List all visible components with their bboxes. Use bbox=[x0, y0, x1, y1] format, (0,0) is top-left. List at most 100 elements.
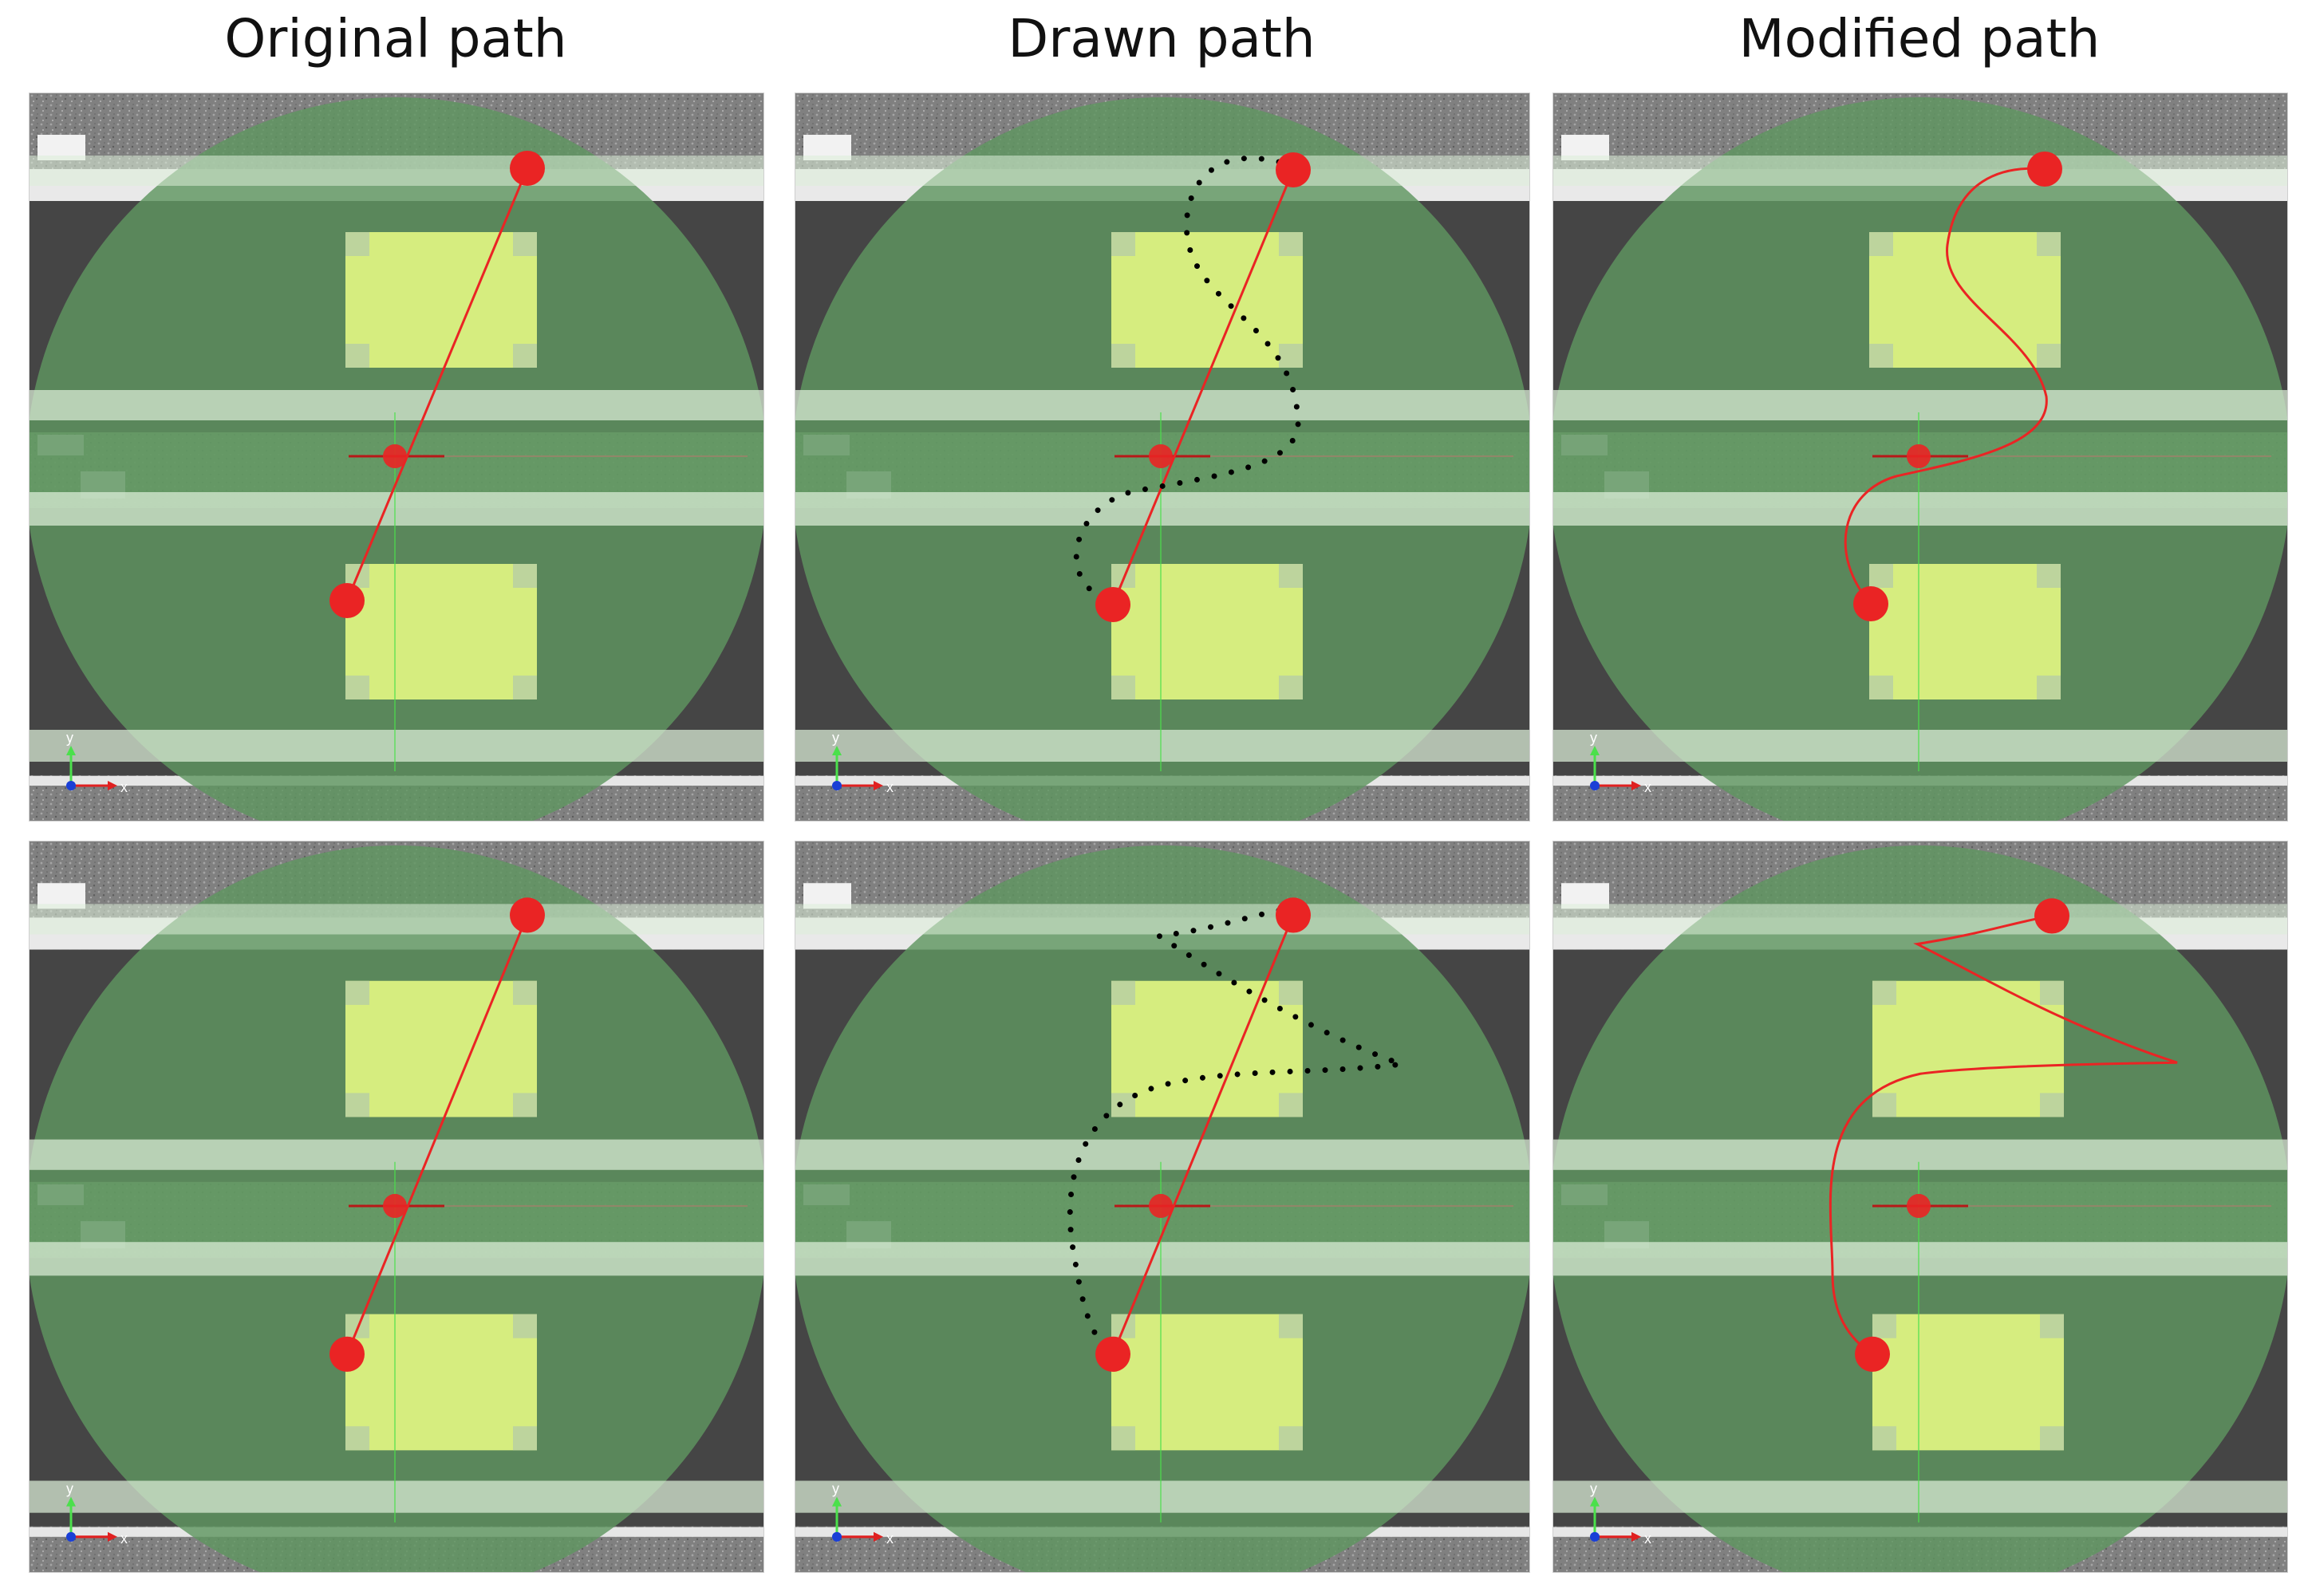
target-zone-top bbox=[345, 232, 537, 368]
start-marker-icon bbox=[329, 583, 365, 618]
target-corner bbox=[1279, 344, 1303, 368]
crosshair-icon bbox=[1149, 444, 1173, 468]
scene-view: xy bbox=[30, 93, 763, 821]
start-marker-icon bbox=[1095, 1336, 1130, 1372]
title-modified-path: Modified path bbox=[1738, 8, 2101, 69]
lane-band bbox=[30, 1480, 763, 1513]
axis-label-x: x bbox=[886, 779, 894, 795]
lane-band bbox=[795, 904, 1529, 935]
axis-label-y: y bbox=[1590, 1481, 1597, 1497]
target-corner bbox=[2040, 1426, 2064, 1451]
crosshair-icon bbox=[1907, 444, 1931, 468]
lane-band bbox=[30, 156, 763, 186]
target-corner bbox=[1111, 232, 1135, 256]
original-path-line bbox=[1111, 169, 1295, 605]
target-corner bbox=[1279, 1314, 1303, 1338]
original-path-line bbox=[345, 914, 529, 1355]
scene-view: xy bbox=[1553, 841, 2287, 1572]
target-corner bbox=[1111, 564, 1135, 588]
scene-view: xy bbox=[1553, 93, 2287, 821]
original-path-line bbox=[345, 167, 529, 601]
target-corner bbox=[345, 344, 369, 368]
axis-label-x: x bbox=[120, 779, 128, 795]
target-corner bbox=[345, 1093, 369, 1117]
scene-view: xy bbox=[795, 93, 1529, 821]
title-drawn-path: Drawn path bbox=[1008, 8, 1316, 69]
lane-band bbox=[1553, 904, 2287, 935]
target-corner bbox=[513, 980, 537, 1005]
target-corner bbox=[345, 980, 369, 1005]
lane-band bbox=[795, 390, 1529, 420]
target-corner bbox=[1872, 980, 1896, 1005]
lane-band bbox=[30, 730, 763, 762]
target-corner bbox=[513, 344, 537, 368]
target-zone-top bbox=[345, 980, 537, 1117]
scene-view: xy bbox=[795, 841, 1529, 1572]
target-zone-bottom bbox=[1111, 1314, 1303, 1451]
lane-band bbox=[795, 156, 1529, 186]
target-corner bbox=[2040, 1314, 2064, 1338]
axis-triad-icon bbox=[1590, 1496, 1641, 1542]
target-corner bbox=[513, 676, 537, 699]
lane-band bbox=[795, 1139, 1529, 1170]
lane-band bbox=[30, 904, 763, 935]
axis-label-x: x bbox=[1644, 779, 1651, 795]
target-corner bbox=[2037, 344, 2061, 368]
target-corner bbox=[1111, 980, 1135, 1005]
target-corner bbox=[1279, 676, 1303, 699]
target-corner bbox=[1279, 232, 1303, 256]
modified-path-curve bbox=[1829, 914, 2178, 1356]
end-marker-icon bbox=[2027, 152, 2062, 187]
axis-label-y: y bbox=[832, 730, 839, 746]
start-marker-icon bbox=[1855, 1336, 1890, 1372]
lane-band bbox=[1553, 730, 2287, 762]
target-corner bbox=[1872, 1426, 1896, 1451]
lane-band bbox=[30, 1242, 763, 1276]
target-corner bbox=[513, 232, 537, 256]
lane-band bbox=[1553, 156, 2287, 186]
end-marker-icon bbox=[1276, 152, 1311, 187]
lane-band bbox=[795, 1242, 1529, 1276]
target-corner bbox=[1111, 1093, 1135, 1117]
target-zone-bottom bbox=[1872, 1314, 2064, 1451]
axis-triad-icon bbox=[1590, 746, 1641, 790]
original-path-line bbox=[1111, 914, 1295, 1355]
target-corner bbox=[1869, 676, 1893, 699]
start-marker-icon bbox=[329, 1336, 365, 1372]
lane-band bbox=[1553, 1242, 2287, 1276]
axis-label-x: x bbox=[886, 1531, 894, 1547]
lane-band bbox=[1553, 1139, 2287, 1170]
target-corner bbox=[513, 564, 537, 588]
axis-label-y: y bbox=[66, 1481, 73, 1497]
lane-band bbox=[30, 390, 763, 420]
target-corner bbox=[513, 1093, 537, 1117]
axis-triad-icon bbox=[832, 1496, 883, 1542]
target-zone-bottom bbox=[345, 1314, 537, 1451]
lane-band bbox=[30, 1139, 763, 1170]
lane-band bbox=[795, 492, 1529, 526]
lane-band bbox=[1553, 390, 2287, 420]
target-corner bbox=[1111, 1426, 1135, 1451]
lane-band bbox=[795, 730, 1529, 762]
target-zone-bottom bbox=[1869, 564, 2061, 699]
end-marker-icon bbox=[1276, 897, 1311, 933]
target-corner bbox=[345, 676, 369, 699]
target-corner bbox=[513, 1314, 537, 1338]
target-zone-bottom bbox=[1111, 564, 1303, 699]
target-corner bbox=[1279, 1426, 1303, 1451]
target-corner bbox=[1872, 1314, 1896, 1338]
crosshair-icon bbox=[383, 1193, 407, 1219]
drawn-path-dots bbox=[1073, 155, 1301, 599]
target-corner bbox=[1279, 564, 1303, 588]
start-marker-icon bbox=[1095, 587, 1130, 622]
target-corner bbox=[2040, 1093, 2064, 1117]
lane-band bbox=[30, 492, 763, 526]
target-corner bbox=[2037, 232, 2061, 256]
modified-path-curve bbox=[1844, 167, 2048, 605]
lane-band bbox=[1553, 1480, 2287, 1513]
